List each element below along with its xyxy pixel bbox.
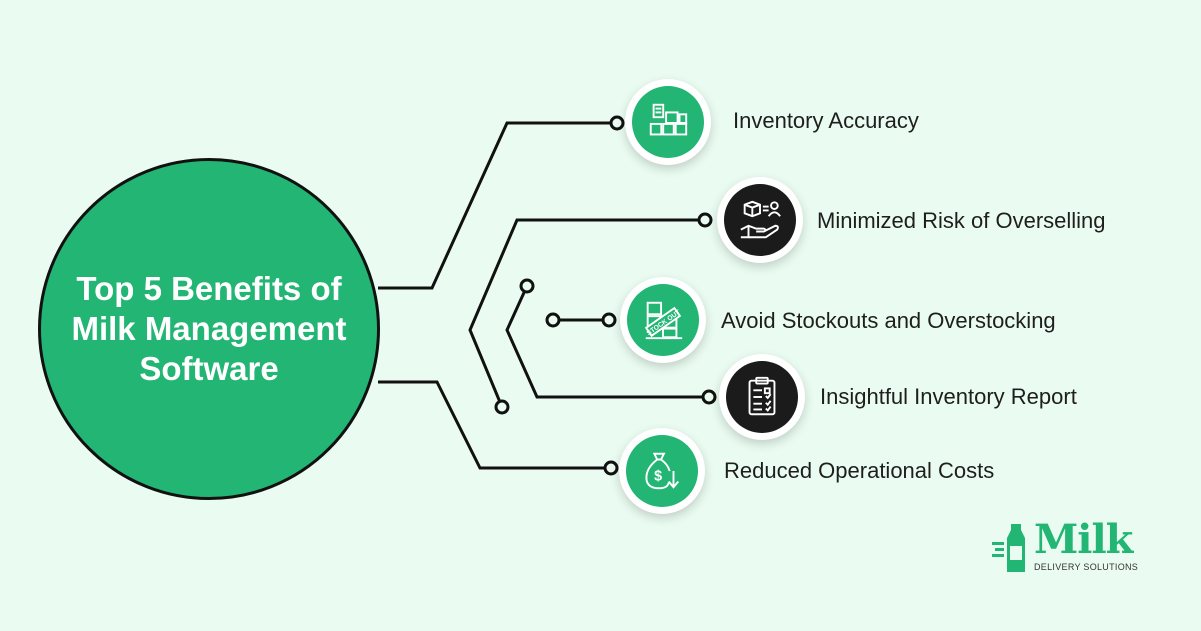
benefit-label-inventory-accuracy: Inventory Accuracy	[733, 108, 919, 133]
inventory-boxes-icon	[649, 103, 688, 136]
stock-out-boxes-icon: STOCK OUT	[644, 301, 683, 340]
benefit-label-reduced-costs: Reduced Operational Costs	[724, 458, 995, 483]
node-dot	[697, 212, 713, 228]
logo-tagline: DELIVERY SOLUTIONS	[1034, 562, 1139, 572]
clipboard-checklist-icon	[748, 376, 776, 416]
hand-box-person-icon	[740, 200, 781, 239]
badge-inner: STOCK OUT	[627, 284, 699, 356]
connector-reduced-costs	[378, 380, 608, 470]
logo-wordmark: Milk	[1034, 516, 1133, 563]
node-dot	[601, 312, 617, 328]
benefit-label-avoid-stockouts: Avoid Stockouts and Overstocking	[721, 308, 1056, 333]
badge-inner	[724, 184, 796, 256]
connector-minimized-risk	[468, 218, 700, 408]
badge-inner	[632, 86, 704, 158]
money-bag-down-icon: $	[645, 452, 680, 490]
svg-text:$: $	[654, 469, 662, 485]
node-dot	[545, 312, 561, 328]
node-dot	[494, 399, 510, 415]
milk-delivery-logo: Milk DELIVERY SOLUTIONS	[990, 516, 1150, 574]
node-dot	[609, 115, 625, 131]
benefit-label-insightful-report: Insightful Inventory Report	[820, 384, 1077, 409]
hub-title: Top 5 Benefits of Milk Management Softwa…	[71, 270, 347, 387]
connector-inventory-accuracy	[378, 121, 612, 290]
badge-insightful-report	[719, 354, 805, 440]
badge-inner: $	[626, 435, 698, 507]
badge-reduced-costs: $	[619, 428, 705, 514]
milk-bottle-icon	[992, 524, 1025, 572]
badge-inner	[726, 361, 798, 433]
benefit-label-minimized-risk: Minimized Risk of Overselling	[817, 208, 1106, 233]
badge-inventory-accuracy	[625, 79, 711, 165]
badge-avoid-stockouts: STOCK OUT	[620, 277, 706, 363]
hub-circle: Top 5 Benefits of Milk Management Softwa…	[38, 158, 380, 500]
node-dot	[701, 389, 717, 405]
badge-minimized-risk	[717, 177, 803, 263]
connector-insightful-report	[505, 285, 707, 399]
node-dot	[603, 460, 619, 476]
node-dot	[519, 278, 535, 294]
